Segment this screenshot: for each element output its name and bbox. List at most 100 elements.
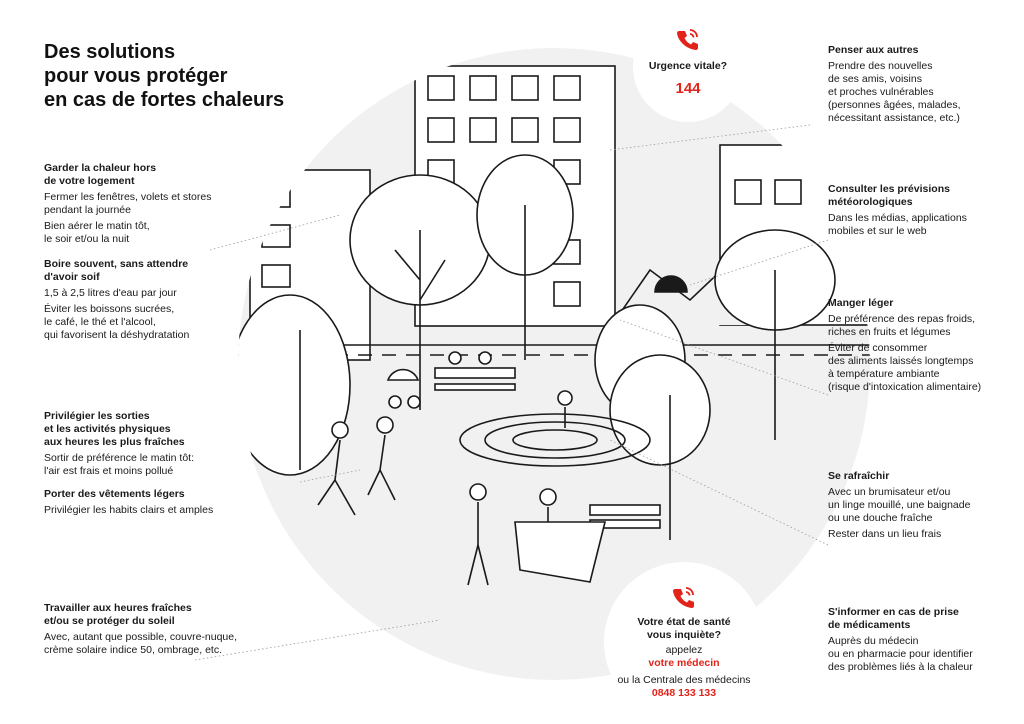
title-line: Des solutions	[44, 41, 176, 63]
section-drink-often: Boire souvent, sans attendre d'avoir soi…	[44, 258, 254, 342]
section-text: ou une douche fraîche	[828, 512, 933, 524]
section-heading: Porter des vêtements légers	[44, 488, 185, 500]
section-think-of-others: Penser aux autres Prendre des nouvelles …	[828, 44, 1008, 125]
section-paragraph: Avec, autant que possible, couvre-nuque,…	[44, 631, 264, 657]
leader-lines	[194, 124, 829, 661]
section-heading: Garder la chaleur hors	[44, 162, 157, 174]
phone-icon	[673, 587, 694, 608]
sun-icon	[654, 275, 688, 293]
section-paragraph: Bien aérer le matin tôt, le soir et/ou l…	[44, 220, 244, 246]
section-text: ou en pharmacie pour identifier	[828, 648, 973, 660]
section-text: Rester dans un lieu frais	[828, 528, 942, 540]
section-paragraph: Fermer les fenêtres, volets et stores pe…	[44, 191, 244, 217]
section-paragraph: Dans les médias, applications mobiles et…	[828, 212, 1008, 238]
section-heading: météorologiques	[828, 196, 913, 208]
section-weather-forecast: Consulter les prévisions météorologiques…	[828, 183, 1008, 238]
section-text: riches en fruits et légumes	[828, 326, 951, 338]
section-paragraph: Sortir de préférence le matin tôt: l'air…	[44, 452, 254, 478]
bench	[434, 367, 516, 391]
section-heading: Consulter les prévisions	[828, 183, 950, 195]
section-text: Avec un brumisateur et/ou	[828, 486, 951, 498]
section-text: le soir et/ou la nuit	[44, 233, 130, 245]
section-heading: S'informer en cas de prise	[828, 606, 959, 618]
section-heading: d'avoir soif	[44, 271, 100, 283]
section-text: un linge mouillé, une baignade	[828, 499, 971, 511]
section-text: Sortir de préférence le matin tôt:	[44, 452, 194, 464]
section-text: Éviter de consommer	[828, 342, 928, 354]
section-paragraph: Privilégier les habits clairs et amples	[44, 504, 254, 517]
page-title: Des solutions pour vous protéger en cas …	[44, 40, 344, 112]
section-text: nécessitant assistance, etc.)	[828, 112, 960, 124]
health-badge: Votre état de santé vous inquiète? appel…	[604, 562, 764, 722]
section-text: Auprès du médecin	[828, 635, 919, 647]
tree	[594, 304, 711, 540]
section-heading: Manger léger	[828, 297, 894, 309]
health-alt-text: ou la Centrale des médecins	[617, 674, 751, 686]
section-text: des aliments laissés longtemps	[828, 355, 974, 367]
section-text: Privilégier les habits clairs et amples	[44, 504, 214, 516]
section-eat-light: Manger léger De préférence des repas fro…	[828, 297, 1014, 394]
section-text: l'air est frais et moins pollué	[44, 465, 174, 477]
section-text: Prendre des nouvelles	[828, 60, 933, 72]
health-call-text: appelez	[665, 644, 703, 656]
section-work-cool-hours: Travailler aux heures fraîches et/ou se …	[44, 602, 264, 657]
section-text: le café, le thé et l'alcool,	[44, 316, 156, 328]
section-text: et proches vulnérables	[828, 86, 934, 98]
tree	[238, 294, 351, 476]
section-keep-heat-out: Garder la chaleur hors de votre logement…	[44, 162, 244, 246]
section-text: à température ambiante	[828, 368, 940, 380]
section-heading: de votre logement	[44, 175, 135, 187]
section-paragraph: Prendre des nouvelles de ses amis, voisi…	[828, 60, 1008, 125]
construction-pit	[514, 521, 607, 583]
section-heading: Penser aux autres	[828, 44, 919, 56]
section-paragraph: Éviter les boissons sucrées, le café, le…	[44, 303, 254, 342]
phone-icon	[677, 29, 698, 50]
section-paragraph: Auprès du médecin ou en pharmacie pour i…	[828, 635, 1014, 674]
section-text: crème solaire indice 50, ombrage, etc.	[44, 644, 223, 656]
section-heading: Travailler aux heures fraîches	[44, 602, 192, 614]
tree	[476, 154, 574, 360]
emergency-number[interactable]: 144	[675, 80, 701, 97]
fountain	[459, 413, 651, 467]
section-heading: Boire souvent, sans attendre	[44, 258, 189, 270]
section-paragraph: De préférence des repas froids, riches e…	[828, 313, 1014, 339]
section-heading: et les activités physiques	[44, 423, 171, 435]
section-paragraph: 1,5 à 2,5 litres d'eau par jour	[44, 287, 254, 300]
health-number[interactable]: 0848 133 133	[651, 687, 717, 699]
section-text: qui favorisent la déshydratation	[44, 329, 190, 341]
section-heading: Se rafraîchir	[828, 470, 890, 482]
section-heading: Privilégier les sorties	[44, 410, 150, 422]
section-heading: de médicaments	[828, 619, 911, 631]
section-paragraph: Avec un brumisateur et/ou un linge mouil…	[828, 486, 1008, 525]
health-doctor: votre médecin	[648, 657, 720, 669]
section-text: des problèmes liés à la chaleur	[828, 661, 973, 673]
section-text: Bien aérer le matin tôt,	[44, 220, 150, 232]
section-cool-down: Se rafraîchir Avec un brumisateur et/ou …	[828, 470, 1008, 541]
stroller	[386, 368, 421, 409]
section-light-clothing: Porter des vêtements légers Privilégier …	[44, 488, 254, 517]
section-paragraph: Éviter de consommer des aliments laissés…	[828, 342, 1014, 394]
section-text: (personnes âgées, malades,	[828, 99, 961, 111]
section-paragraph: Rester dans un lieu frais	[828, 528, 1008, 541]
section-medication-info: S'informer en cas de prise de médicament…	[828, 606, 1014, 674]
section-text: Avec, autant que possible, couvre-nuque,	[44, 631, 238, 643]
section-heading: et/ou se protéger du soleil	[44, 615, 175, 627]
emergency-badge: Urgence vitale? 144	[633, 12, 743, 122]
bench	[589, 504, 661, 529]
section-text: 1,5 à 2,5 litres d'eau par jour	[44, 287, 177, 299]
tree	[714, 229, 836, 440]
health-question: vous inquiète?	[646, 629, 722, 641]
section-text: (risque d'intoxication alimentaire)	[828, 381, 982, 393]
section-text: de ses amis, voisins	[828, 73, 922, 85]
section-text: mobiles et sur le web	[828, 225, 927, 237]
health-question: Votre état de santé	[637, 616, 731, 628]
section-text: Fermer les fenêtres, volets et stores	[44, 191, 212, 203]
section-heading: aux heures les plus fraîches	[44, 436, 185, 448]
section-text: Éviter les boissons sucrées,	[44, 303, 175, 315]
title-line: en cas de fortes chaleurs	[44, 89, 285, 111]
section-outdoor-activities: Privilégier les sorties et les activités…	[44, 410, 254, 478]
section-text: Dans les médias, applications	[828, 212, 967, 224]
title-line: pour vous protéger	[44, 65, 228, 87]
people	[317, 351, 573, 586]
